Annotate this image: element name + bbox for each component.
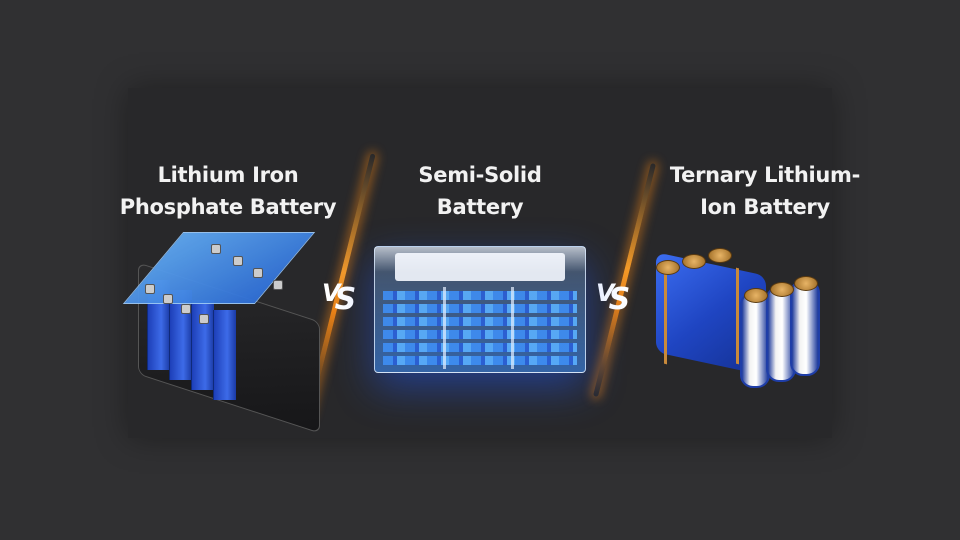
title-semi-solid: Semi-Solid Battery [390, 159, 570, 223]
vs-s: S [608, 282, 630, 317]
lfp-battery-pack-image [122, 232, 323, 434]
title-semi-solid-line1: Semi-Solid [418, 163, 542, 187]
vs-v: V [322, 279, 340, 307]
semi-solid-battery-image [374, 246, 586, 373]
vs-label: VS [596, 279, 630, 317]
title-lfp-line2: Phosphate Battery [119, 195, 337, 219]
battery-lid [395, 253, 565, 281]
battery-cells [147, 240, 287, 400]
vs-label: VS [322, 279, 356, 317]
title-semi-solid-line2: Battery [436, 195, 524, 219]
vs-v: V [596, 279, 614, 307]
title-ternary: Ternary Lithium- Ion Battery [650, 159, 880, 223]
title-ternary-line2: Ion Battery [700, 195, 830, 219]
title-lfp-line1: Lithium Iron [157, 163, 299, 187]
title-lfp: Lithium Iron Phosphate Battery [118, 159, 338, 223]
ternary-lithium-cells-image [652, 248, 822, 390]
title-ternary-line1: Ternary Lithium- [669, 163, 861, 187]
vs-s: S [334, 282, 356, 317]
